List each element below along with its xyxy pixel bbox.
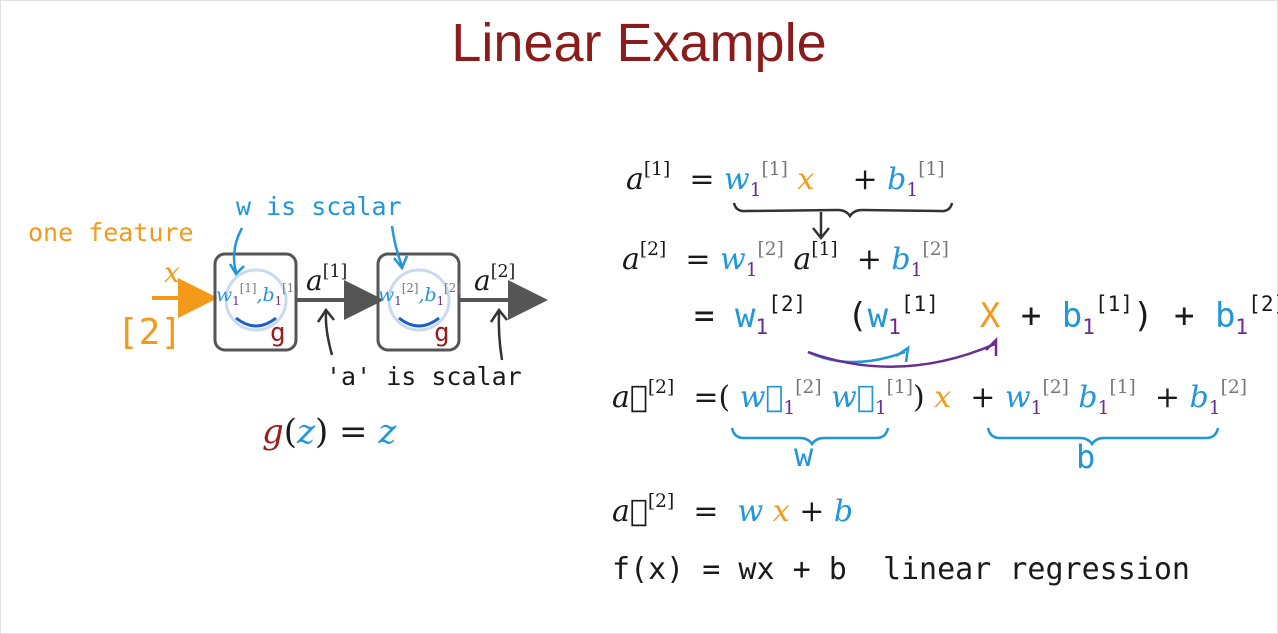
neuron-2-output-sup: [2] xyxy=(490,261,516,282)
slide-title: Linear Example xyxy=(451,13,827,73)
eq3-b-inner-sup: [1] xyxy=(1094,291,1134,317)
neuron-2-params: w1[2],b1[2] xyxy=(378,281,461,309)
eq5-w: w xyxy=(737,494,764,529)
eq4-w1-sup: [1] xyxy=(886,377,913,399)
activation-z-result: z xyxy=(378,412,397,452)
eq3-w-sup: [2] xyxy=(768,291,807,317)
equation-2: a[2] = w1[2] a[1] + b1[2] xyxy=(622,239,949,281)
eq1-lhs: a xyxy=(626,162,644,197)
eq2-lhs: a xyxy=(622,242,640,277)
neuron-1-output: a[1] xyxy=(306,261,348,297)
w-scalar-pointers xyxy=(228,225,409,277)
eq3-w-inner-sup: [1] xyxy=(900,291,939,317)
eq2-w-sup: [2] xyxy=(757,239,784,261)
neuron-1-output-sup: [1] xyxy=(322,261,348,282)
input-value: [2] xyxy=(117,312,183,353)
neuron-2-w-sup: [2] xyxy=(401,281,419,296)
neuron-1-b: b xyxy=(262,284,275,306)
eq6-formula: f(x) = wx + b xyxy=(612,552,847,587)
neuron-2-w: w xyxy=(378,284,395,306)
neuron-1-w: w xyxy=(216,284,233,306)
brace-b-label: b xyxy=(1076,438,1096,476)
eq4-w2-sup: [2] xyxy=(795,377,822,399)
neuron-1-params: w1[1],b1[1] xyxy=(216,281,299,309)
neuron-2-output-a: a xyxy=(474,264,491,297)
eq4-lhs-sup: [2] xyxy=(647,377,675,399)
neuron-2-b: b xyxy=(424,284,437,306)
neuron-1-w-sub: 1 xyxy=(232,294,240,309)
eq2-a-sup: [1] xyxy=(811,239,838,261)
neuron-2-w-sub: 1 xyxy=(394,294,402,309)
eq3-b-sup: [2] xyxy=(1248,291,1278,317)
eq6-label: linear regression xyxy=(882,552,1190,587)
equation-6: f(x) = wx + b linear regression xyxy=(612,552,1190,587)
eq5-x: x xyxy=(772,494,790,529)
substitution-arrows xyxy=(807,336,998,368)
neuron-1-output-a: a xyxy=(306,264,323,297)
equation-1: a[1] = w1[1] x + b1[1] xyxy=(626,159,945,201)
activation-z-arg: z xyxy=(297,412,315,452)
neuron-2-b-sup: [2] xyxy=(444,281,461,296)
eq4-w-sup: [2] xyxy=(1042,377,1069,399)
neuron-1-b-sub: 1 xyxy=(274,294,283,309)
eq5-lhs-sup: [2] xyxy=(647,491,675,513)
neuron-2-output: a[2] xyxy=(474,261,516,297)
brace-b xyxy=(986,427,1220,447)
eq5-b: b xyxy=(833,494,854,529)
eq5-plus: + xyxy=(799,494,825,529)
activation-function: g(z) = z xyxy=(262,412,397,452)
eq1-w-sup: [1] xyxy=(761,159,788,181)
a-scalar-label: 'a' is scalar xyxy=(326,362,522,391)
eq2-lhs-sup: [2] xyxy=(639,239,667,261)
neuron-2-b-sub: 1 xyxy=(436,294,445,309)
eq1-lhs-sup: [1] xyxy=(643,159,671,181)
neuron-2-g: g xyxy=(434,318,450,348)
equation-5: a⃗[2] = w x + b xyxy=(612,491,854,529)
brace-w xyxy=(730,427,890,447)
eq1-b-sup: [1] xyxy=(918,159,945,181)
neuron-1-b-sup: [1] xyxy=(282,281,299,296)
neuron-1-w-sup: [1] xyxy=(239,281,257,296)
eq2-b-sup: [2] xyxy=(922,239,949,261)
equation-3: = w1[2] (w1[1] X + b1[1]) + b1[2] xyxy=(694,291,1278,339)
neuron-1-g: g xyxy=(270,318,286,348)
brace-w-label: w xyxy=(794,436,814,474)
one-feature-label: one feature xyxy=(28,218,194,247)
input-x: x xyxy=(164,256,180,289)
w-scalar-label: w is scalar xyxy=(236,192,402,221)
equation-4: a⃗[2] =( w⃗1[2] w⃗1[1]) x + w1[2] b1[1] … xyxy=(612,377,1247,419)
brace-eq1 xyxy=(732,202,954,241)
eq4-b-sup: [2] xyxy=(1220,377,1247,399)
eq4-b1-sup: [1] xyxy=(1109,377,1136,399)
activation-g: g xyxy=(262,412,284,452)
a-scalar-pointers xyxy=(316,307,508,361)
activation-equals: = xyxy=(339,412,368,452)
